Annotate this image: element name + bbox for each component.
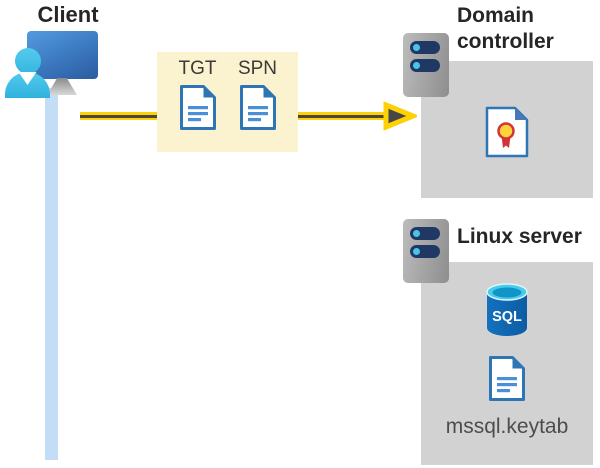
- domain-controller-title: Domain controller: [457, 4, 554, 53]
- spn-column: SPN: [235, 58, 281, 152]
- domain-controller-server-icon: [403, 33, 449, 97]
- keytab-document-icon: [489, 356, 525, 401]
- client-monitor-stand: [47, 78, 77, 95]
- arrow-head-icon: [383, 101, 417, 131]
- client-lifeline: [45, 88, 58, 460]
- server-slot: [410, 41, 440, 54]
- sql-label: SQL: [492, 309, 522, 325]
- server-slot: [410, 245, 440, 258]
- client-user-collar: [18, 72, 37, 85]
- domain-controller-panel: [421, 61, 593, 198]
- linux-server-title: Linux server: [457, 225, 582, 248]
- ticket-highlight-box: TGT SPN: [157, 52, 298, 152]
- linux-server-icon: [403, 219, 449, 283]
- keytab-label: mssql.keytab: [445, 415, 569, 438]
- spn-document-icon: [239, 85, 276, 130]
- sql-database-icon: SQL: [486, 283, 528, 336]
- client-user-icon: [15, 48, 41, 74]
- server-slot: [410, 59, 440, 72]
- spn-label: SPN: [237, 58, 278, 79]
- server-slot: [410, 227, 440, 240]
- client-title: Client: [37, 2, 99, 27]
- linux-server-panel: SQL mssql.keytab: [421, 262, 593, 465]
- tgt-document-icon: [179, 85, 216, 130]
- tgt-column: TGT: [175, 58, 221, 152]
- tgt-label: TGT: [178, 58, 217, 79]
- certificate-icon: [485, 106, 529, 158]
